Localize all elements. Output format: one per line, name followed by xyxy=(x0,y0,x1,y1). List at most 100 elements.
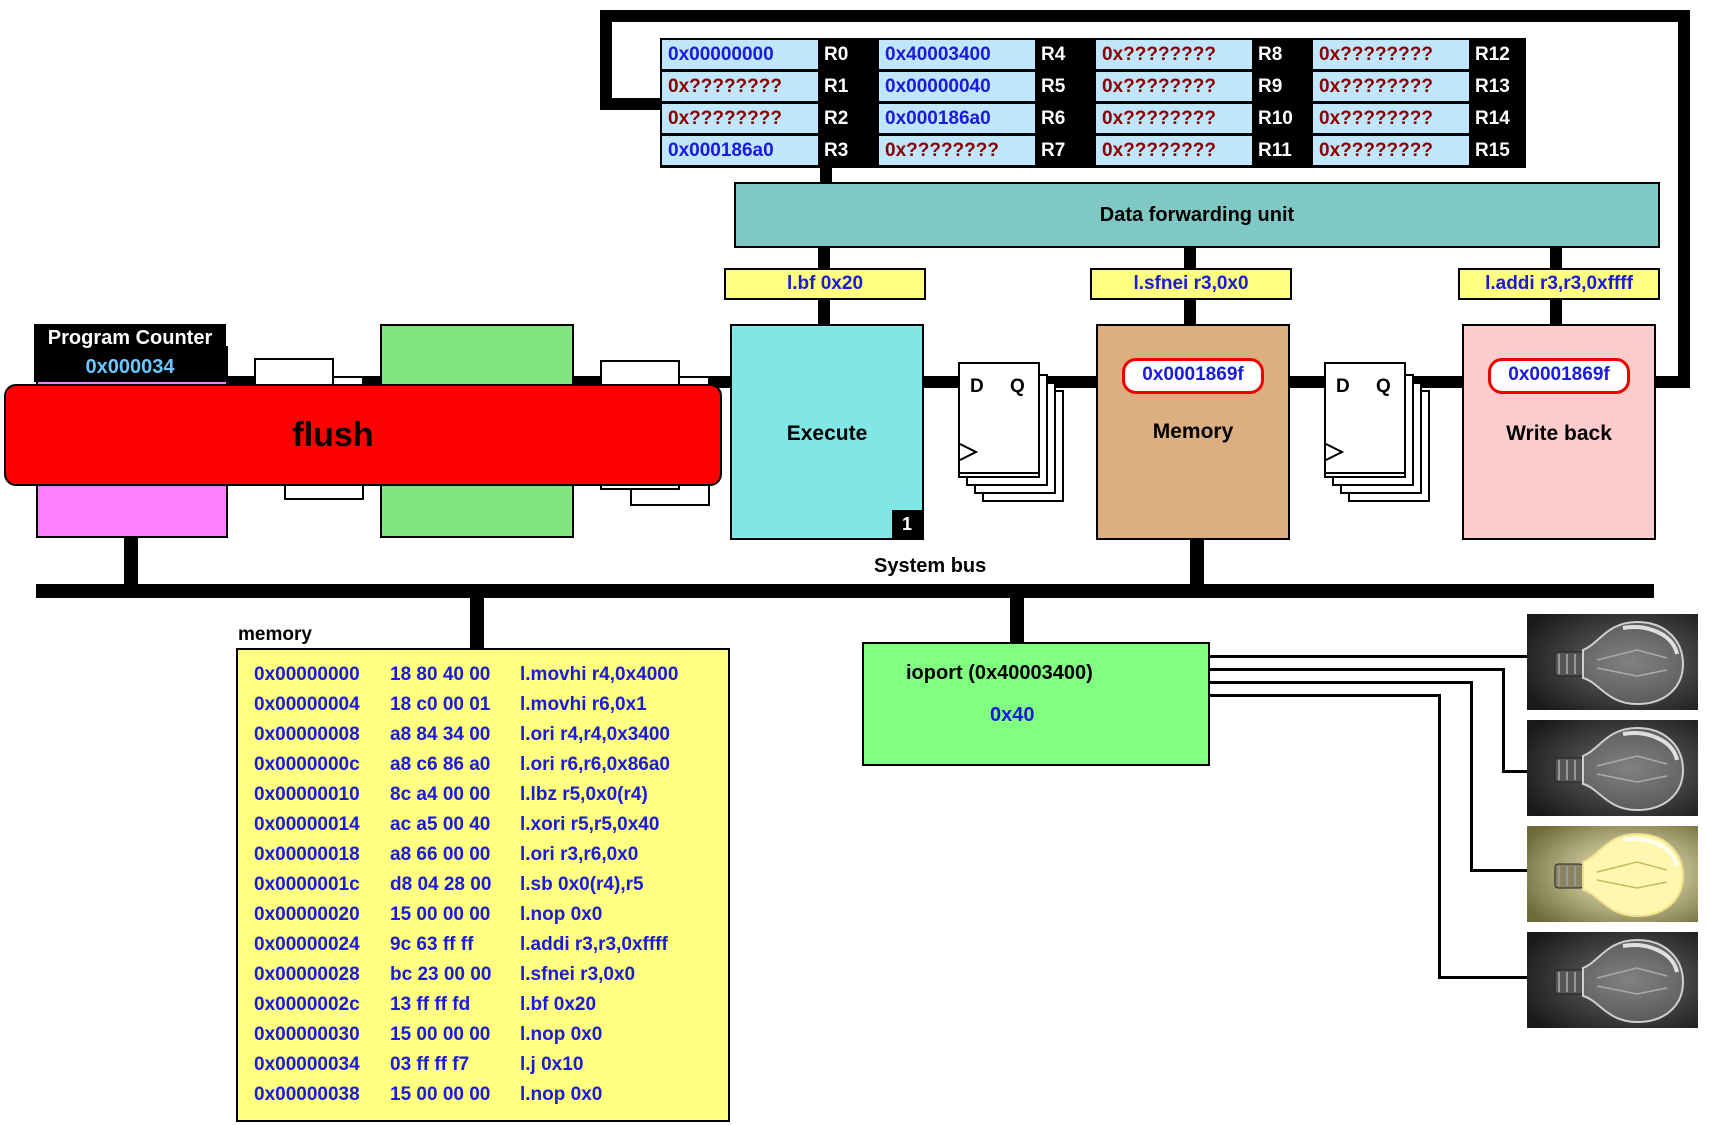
flush-overlay: flush xyxy=(4,384,722,486)
memory-address: 0x00000034 xyxy=(254,1054,360,1075)
writeback-stage-value: 0x0001869f xyxy=(1488,358,1630,394)
register-value: 0x???????? xyxy=(662,104,818,133)
register-value: 0x???????? xyxy=(1313,72,1469,101)
memory-panel xyxy=(236,648,730,1122)
ff2-d-label: D xyxy=(1336,376,1350,397)
memory-bytes: 9c 63 ff ff xyxy=(390,934,474,955)
data-forwarding-unit-label: Data forwarding unit xyxy=(1099,204,1295,226)
system-bus-label: System bus xyxy=(874,555,987,577)
register-name: R0 xyxy=(818,40,866,69)
memory-address: 0x00000018 xyxy=(254,844,360,865)
register-r15: 0x????????R15 xyxy=(1313,136,1519,165)
light-bulb-off-icon xyxy=(1527,932,1698,1028)
memory-instruction: l.movhi r6,0x1 xyxy=(520,694,647,715)
bus-drop-pc xyxy=(124,536,138,586)
memory-bytes: 13 ff ff fd xyxy=(390,994,471,1015)
register-value: 0x???????? xyxy=(1096,104,1252,133)
register-name: R10 xyxy=(1252,104,1300,133)
register-value: 0x40003400 xyxy=(879,40,1035,69)
writeback-feedback-wire-in xyxy=(600,98,664,110)
execute-stage: Execute 1 xyxy=(730,324,924,540)
memory-address: 0x00000010 xyxy=(254,784,360,805)
register-name: R9 xyxy=(1252,72,1300,101)
register-name: R5 xyxy=(1035,72,1083,101)
register-value: 0x000186a0 xyxy=(879,104,1035,133)
register-r1: 0x????????R1 xyxy=(662,72,868,101)
execute-stage-title: Execute xyxy=(786,422,868,445)
memory-bytes: a8 c6 86 a0 xyxy=(390,754,491,775)
writeback-stage-title: Write back xyxy=(1506,422,1612,445)
register-value: 0x???????? xyxy=(1313,40,1469,69)
memory-instruction: l.nop 0x0 xyxy=(520,1084,603,1105)
register-name: R4 xyxy=(1035,40,1083,69)
register-value: 0x00000000 xyxy=(662,40,818,69)
register-r7: 0x????????R7 xyxy=(879,136,1085,165)
register-name: R12 xyxy=(1469,40,1517,69)
memory-instruction: l.addi r3,r3,0xffff xyxy=(520,934,668,955)
memory-address: 0x0000001c xyxy=(254,874,360,895)
regfile-to-forwarding-wire xyxy=(820,166,832,184)
register-r10: 0x????????R10 xyxy=(1096,104,1302,133)
register-r12: 0x????????R12 xyxy=(1313,40,1519,69)
memory-bytes: 15 00 00 00 xyxy=(390,1024,491,1045)
ff1-q-label: Q xyxy=(1010,376,1025,397)
ff1-d-label: D xyxy=(970,376,984,397)
writeback-instruction-label: l.addi r3,r3,0xffff xyxy=(1458,268,1660,300)
ff1-clock-icon xyxy=(959,443,979,461)
memory-bytes: a8 66 00 00 xyxy=(390,844,491,865)
memory-bytes: a8 84 34 00 xyxy=(390,724,491,745)
register-value: 0x???????? xyxy=(879,136,1035,165)
register-value: 0x???????? xyxy=(662,72,818,101)
register-name: R2 xyxy=(818,104,866,133)
bus-to-ioport xyxy=(1010,596,1024,644)
memory-panel-title: memory xyxy=(238,624,312,645)
ff2-q-label: Q xyxy=(1376,376,1391,397)
register-value: 0x???????? xyxy=(1096,72,1252,101)
memory-instruction: l.nop 0x0 xyxy=(520,904,603,925)
register-name: R7 xyxy=(1035,136,1083,165)
writeback-feedback-wire-left xyxy=(600,10,612,110)
register-r2: 0x????????R2 xyxy=(662,104,868,133)
memory-bytes: 15 00 00 00 xyxy=(390,904,491,925)
program-counter-value: 0x000034 xyxy=(85,356,175,378)
register-r11: 0x????????R11 xyxy=(1096,136,1302,165)
memory-address: 0x00000030 xyxy=(254,1024,360,1045)
memory-bytes: 18 80 40 00 xyxy=(390,664,491,685)
system-bus xyxy=(36,584,1654,598)
memory-address: 0x00000028 xyxy=(254,964,360,985)
register-name: R15 xyxy=(1469,136,1517,165)
data-forwarding-unit: Data forwarding unit xyxy=(734,182,1660,248)
memory-stage-value: 0x0001869f xyxy=(1122,358,1264,394)
light-bulb-off-icon xyxy=(1527,720,1698,816)
memory-address: 0x0000002c xyxy=(254,994,360,1015)
memory-instruction: l.lbz r5,0x0(r4) xyxy=(520,784,648,805)
flush-label: flush xyxy=(292,416,374,454)
register-value: 0x000186a0 xyxy=(662,136,818,165)
register-r9: 0x????????R9 xyxy=(1096,72,1302,101)
memory-address: 0x00000014 xyxy=(254,814,360,835)
writeback-feedback-wire-right xyxy=(1678,10,1690,388)
execute-stall-badge: 1 xyxy=(892,510,922,538)
register-value: 0x???????? xyxy=(1096,40,1252,69)
memory-bytes: 03 ff ff f7 xyxy=(390,1054,470,1075)
memory-address: 0x00000020 xyxy=(254,904,360,925)
memory-address: 0x00000024 xyxy=(254,934,360,955)
memory-instruction: l.sfnei r3,0x0 xyxy=(520,964,636,985)
register-value: 0x???????? xyxy=(1313,136,1469,165)
register-r8: 0x????????R8 xyxy=(1096,40,1302,69)
memory-instruction-label: l.sfnei r3,0x0 xyxy=(1090,268,1292,300)
